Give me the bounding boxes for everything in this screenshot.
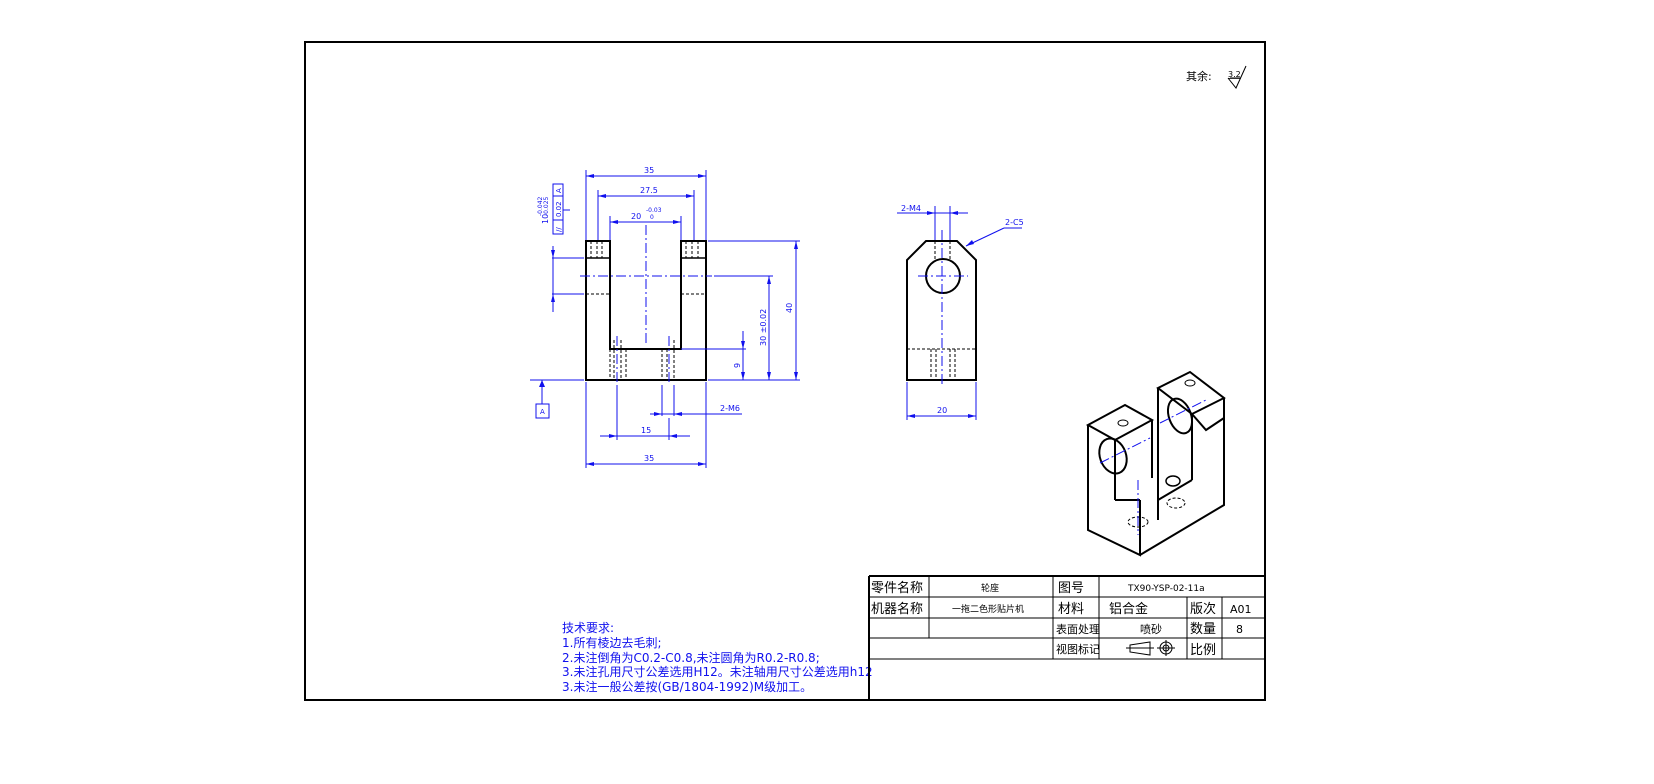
- tb-drawing-no-label: 图号: [1058, 581, 1084, 596]
- dim-side-tol-a: -0.042: [537, 196, 544, 216]
- dim-slot-tol-upper: -0.03: [646, 207, 662, 214]
- front-view: 35 27.5 20 -0.03 0 40 30 ±0.02 9 15 35 2…: [530, 166, 800, 468]
- thread-callout-m4: 2-M4: [901, 204, 921, 213]
- tech-item: 2.未注倒角为C0.2-C0.8,未注圆角为R0.2-R0.8;: [562, 650, 820, 665]
- tb-material: 铝合金: [1109, 601, 1148, 617]
- tb-surface-label: 表面处理: [1056, 622, 1100, 636]
- datum-label: A: [540, 408, 545, 416]
- tb-version: A01: [1230, 603, 1252, 616]
- side-view-outline: [906, 240, 977, 381]
- tb-part-name-label: 零件名称: [871, 580, 923, 596]
- tb-scale-label: 比例: [1190, 643, 1216, 658]
- title-block: 零件名称 机器名称 图号 材料 铝合金 版次 数量 比例 表面处理 喷砂 视图标…: [868, 575, 1265, 700]
- thread-callout-m6: 2-M6: [720, 404, 740, 413]
- tb-quantity-label: 数量: [1190, 622, 1216, 637]
- tb-drawing-no: TX90-YSP-02-11a: [1127, 584, 1205, 594]
- roughness-label: 其余:: [1186, 69, 1212, 83]
- tb-quantity: 8: [1236, 623, 1243, 636]
- isometric-view: [1085, 370, 1226, 557]
- tolerance-datum: A: [555, 188, 563, 193]
- tb-machine-name: 一拖二色形贴片机: [952, 603, 1024, 615]
- tolerance-frame: A 0.02 //: [552, 183, 570, 235]
- chamfer-callout: 2-C5: [1005, 218, 1024, 227]
- projection-symbol-icon: [1126, 640, 1175, 656]
- tech-item: 1.所有棱边去毛刺;: [562, 635, 662, 650]
- tb-version-label: 版次: [1190, 601, 1216, 617]
- tolerance-value: 0.02: [555, 201, 563, 217]
- tech-item: 3.未注一般公差按(GB/1804-1992)M级加工。: [562, 679, 812, 694]
- tb-material-label: 材料: [1058, 602, 1084, 617]
- dim-bottom-width: 35: [644, 454, 654, 463]
- dim-side-tol-b: -0.025: [543, 196, 550, 216]
- dim-slot-tol-lower: 0: [650, 214, 654, 221]
- tech-title: 技术要求:: [562, 621, 614, 635]
- dim-slot-width: 20: [631, 212, 641, 221]
- tb-part-name: 轮座: [981, 582, 999, 594]
- tb-surface: 喷砂: [1140, 623, 1162, 636]
- dim-height: 40: [785, 303, 794, 313]
- dim-side-10: 10: [541, 214, 550, 224]
- sheet-border: [304, 41, 1266, 701]
- dim-hole-spacing: 15: [641, 426, 651, 435]
- tb-machine-name-label: 机器名称: [871, 601, 923, 617]
- dim-lower-hole: 9: [733, 363, 742, 368]
- dim-center-height: 30 ±0.02: [759, 309, 768, 346]
- dim-side-width: 20: [937, 406, 947, 415]
- roughness-value: 3.2: [1228, 70, 1241, 79]
- side-view: 2-M4 2-C5 20: [897, 204, 1024, 420]
- roughness-note: 其余: 3.2: [1186, 65, 1247, 89]
- tech-requirements: 技术要求: 1.所有棱边去毛刺; 2.未注倒角为C0.2-C0.8,未注圆角为R…: [562, 621, 873, 694]
- dim-inner-width: 27.5: [640, 186, 658, 195]
- tech-item: 3.未注孔用尺寸公差选用H12。未注轴用尺寸公差选用h12: [562, 664, 873, 679]
- dim-overall-width: 35: [644, 166, 654, 175]
- roughness-symbol: [1227, 65, 1247, 89]
- tolerance-symbol: //: [555, 227, 563, 232]
- tb-view-mark-label: 视图标记: [1056, 642, 1100, 656]
- datum-box: A: [535, 403, 550, 419]
